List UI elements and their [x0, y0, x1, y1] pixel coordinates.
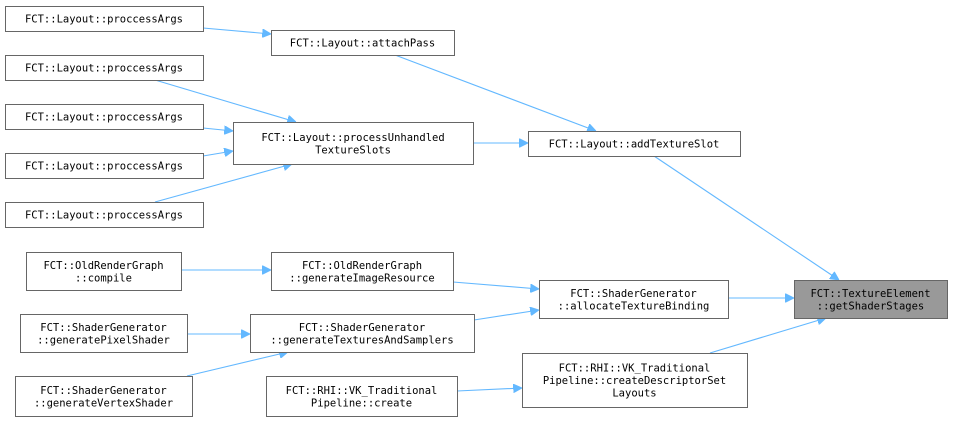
edge-vkcreate-to-vkdesc [456, 388, 522, 391]
node-label: FCT::OldRenderGraph [302, 260, 422, 272]
node-box [528, 131, 741, 157]
edge-pa3-to-unhandled [202, 128, 233, 131]
node-box [26, 252, 182, 291]
node-label: FCT::RHI::VK_Traditional [286, 385, 438, 397]
edges-layer [154, 27, 839, 391]
node-label: FCT::ShaderGenerator [40, 322, 166, 334]
node-box [5, 104, 204, 130]
node-compile[interactable]: FCT::OldRenderGraph::compile [26, 252, 182, 291]
node-box [5, 153, 204, 179]
node-label: FCT::Layout::proccessArgs [25, 63, 183, 75]
node-label: FCT::ShaderGenerator [570, 288, 696, 300]
node-pa4[interactable]: FCT::Layout::proccessArgs [5, 153, 204, 179]
node-pa2[interactable]: FCT::Layout::proccessArgs [5, 55, 204, 81]
node-label: Layouts [612, 388, 656, 400]
node-box [250, 314, 475, 353]
node-pa5[interactable]: FCT::Layout::proccessArgs [5, 202, 204, 228]
nodes-layer: FCT::Layout::proccessArgsFCT::Layout::pr… [5, 6, 948, 417]
edge-genvert-to-gentex [186, 352, 288, 377]
node-box [233, 122, 474, 165]
node-unhandled[interactable]: FCT::Layout::processUnhandledTextureSlot… [233, 122, 474, 165]
node-genimg[interactable]: FCT::OldRenderGraph::generateImageResour… [271, 252, 454, 291]
node-label: Pipeline::create [311, 397, 412, 409]
edge-pa2-to-unhandled [154, 79, 296, 122]
node-genpix[interactable]: FCT::ShaderGenerator::generatePixelShade… [20, 314, 188, 353]
node-box [5, 55, 204, 81]
node-box [5, 202, 204, 228]
node-pa1[interactable]: FCT::Layout::proccessArgs [5, 6, 204, 32]
node-label: FCT::ShaderGenerator [40, 385, 166, 397]
edge-attach-to-addslot [394, 54, 596, 131]
node-label: Pipeline::createDescriptorSet [543, 375, 726, 387]
edge-genimg-to-alloc [452, 281, 539, 289]
node-box [266, 376, 458, 417]
node-pa3[interactable]: FCT::Layout::proccessArgs [5, 104, 204, 130]
node-label: FCT::ShaderGenerator [299, 322, 425, 334]
node-label: FCT::RHI::VK_Traditional [559, 363, 711, 375]
node-gentex[interactable]: FCT::ShaderGenerator::generateTexturesAn… [250, 314, 475, 353]
node-label: ::generatePixelShader [37, 334, 170, 346]
edge-pa4-to-unhandled [202, 151, 233, 156]
node-addslot[interactable]: FCT::Layout::addTextureSlot [528, 131, 741, 157]
node-box [20, 314, 188, 353]
node-vkdesc[interactable]: FCT::RHI::VK_TraditionalPipeline::create… [522, 353, 748, 408]
node-label: FCT::Layout::addTextureSlot [549, 139, 720, 151]
node-label: ::generateTexturesAndSamplers [270, 334, 453, 346]
node-box [15, 376, 193, 417]
node-alloc[interactable]: FCT::ShaderGenerator::allocateTextureBin… [539, 280, 729, 319]
node-label: FCT::Layout::attachPass [290, 38, 435, 50]
node-genvert[interactable]: FCT::ShaderGenerator::generateVertexShad… [15, 376, 193, 417]
node-label: ::allocateTextureBinding [558, 300, 710, 312]
node-box [271, 30, 455, 56]
node-label: ::getShaderStages [817, 300, 924, 312]
edge-pa5-to-unhandled [154, 164, 292, 203]
node-label: FCT::Layout::proccessArgs [25, 210, 183, 222]
edge-pa1-to-attach [202, 27, 271, 34]
node-label: FCT::Layout::proccessArgs [25, 161, 183, 173]
node-label: ::compile [75, 272, 132, 284]
node-label: ::generateVertexShader [34, 397, 173, 409]
node-label: FCT::Layout::processUnhandled [261, 132, 444, 144]
edge-gentex-to-alloc [473, 310, 539, 321]
edge-vkdesc-to-target [709, 318, 826, 354]
node-label: FCT::OldRenderGraph [43, 260, 163, 272]
node-label: ::generateImageResource [289, 272, 434, 284]
node-target[interactable]: FCT::TextureElement::getShaderStages [794, 280, 948, 319]
node-box [794, 280, 948, 319]
node-label: FCT::TextureElement [810, 288, 930, 300]
node-label: FCT::Layout::proccessArgs [25, 112, 183, 124]
node-box [271, 252, 454, 291]
edge-addslot-to-target [653, 155, 839, 280]
node-box [522, 353, 748, 408]
node-label: TextureSlots [315, 144, 391, 156]
node-attach[interactable]: FCT::Layout::attachPass [271, 30, 455, 56]
node-label: FCT::Layout::proccessArgs [25, 14, 183, 26]
node-box [539, 280, 729, 319]
node-box [5, 6, 204, 32]
